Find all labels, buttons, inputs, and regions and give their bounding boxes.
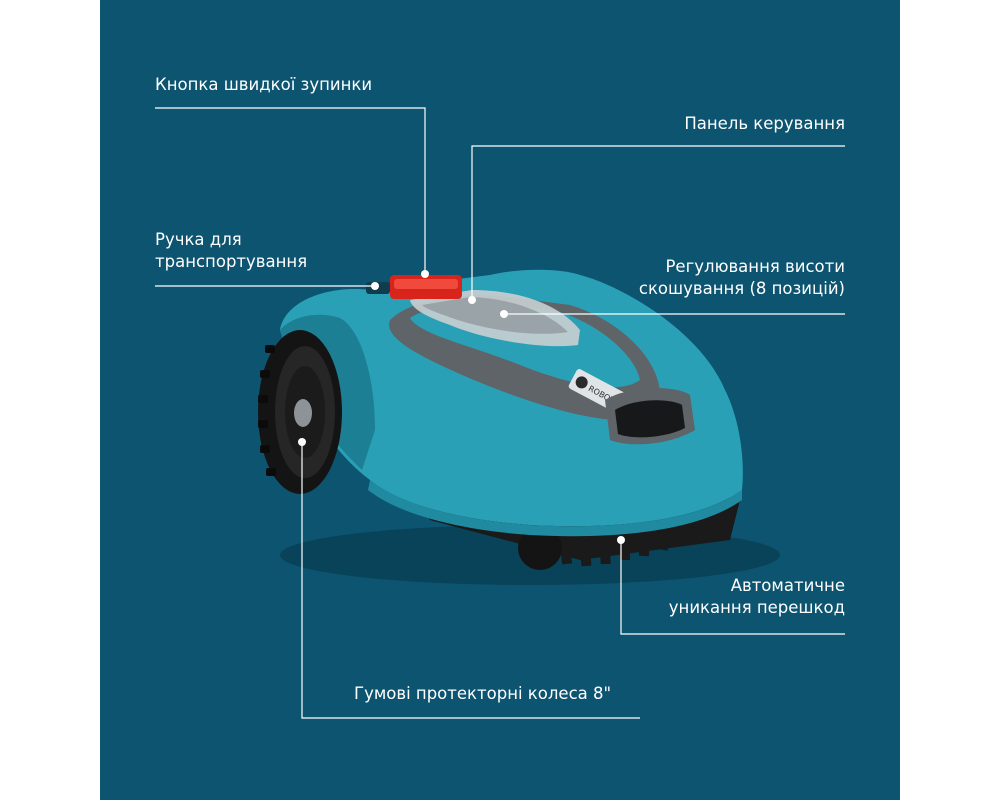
callout-carry-handle-line1: Ручка для [155, 230, 242, 249]
callout-dots [298, 270, 625, 544]
callout-cut-height: Регулювання висоти скошування (8 позицій… [639, 256, 845, 300]
control-panel-inner [422, 297, 568, 334]
callout-cut-height-line1: Регулювання висоти [665, 257, 845, 276]
line-obstacle-avoid [620, 540, 845, 635]
callout-emergency-stop-text: Кнопка швидкої зупинки [155, 75, 373, 94]
callout-control-panel: Панель керування [684, 113, 845, 135]
callout-carry-handle-line2: транспортування [155, 252, 308, 271]
stop-button-highlight [394, 279, 458, 289]
callout-cut-height-line2: скошування (8 позицій) [638, 279, 845, 298]
sensor-window [615, 400, 685, 438]
callout-wheels: Гумові протекторні колеса 8" [354, 683, 611, 705]
line-wheels [301, 442, 640, 719]
callout-obstacle-avoid-line1: Автоматичне [730, 576, 845, 595]
line-control-panel [471, 145, 845, 300]
callout-lines [155, 107, 845, 719]
product-illustration: ROBOT MOWER [155, 107, 845, 719]
rear-wheel [258, 330, 342, 494]
callout-emergency-stop: Кнопка швидкої зупинки [155, 74, 372, 96]
wheel-hub [294, 399, 312, 427]
callout-obstacle-avoid-line2: уникання перешкод [668, 598, 845, 617]
mower-skirt [368, 480, 742, 537]
callout-carry-handle: Ручка для транспортування [155, 229, 307, 273]
product-panel: ROBOT MOWER [100, 0, 900, 800]
callout-control-panel-text: Панель керування [684, 114, 845, 133]
line-emergency-stop [155, 107, 426, 274]
front-wheel [518, 526, 562, 570]
callout-obstacle-avoid: Автоматичне уникання перешкод [669, 575, 845, 619]
callout-wheels-text: Гумові протекторні колеса 8" [354, 684, 612, 703]
